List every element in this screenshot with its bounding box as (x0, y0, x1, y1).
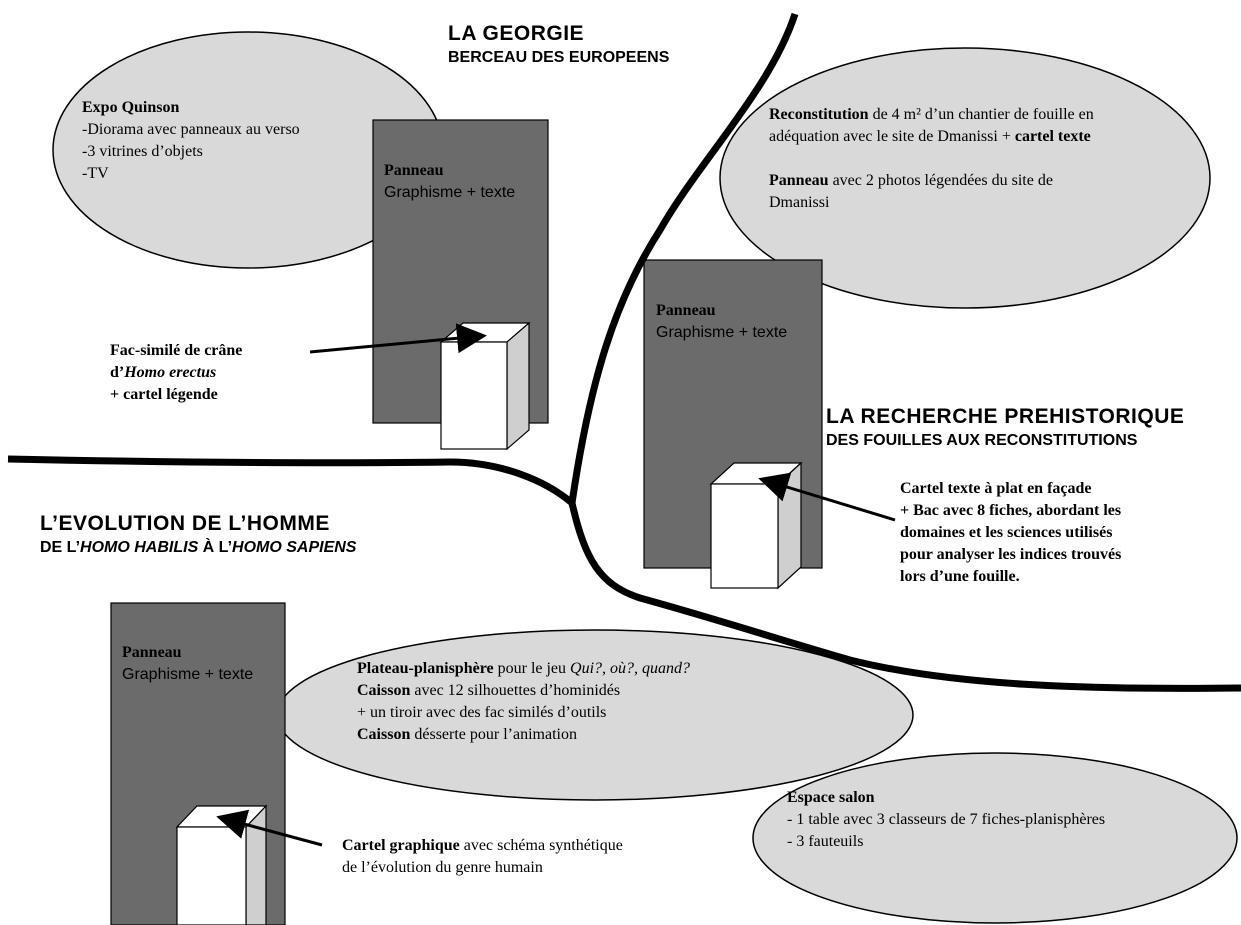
plateau-line-2: Caisson avec 12 silhouettes d’hominidés (357, 680, 690, 702)
fac-simile-line-3: + cartel légende (110, 386, 218, 403)
cartel-texte-line: + Bac avec 8 fiches, abordant les (900, 502, 1122, 519)
divider-line-horizontal (7, 455, 575, 506)
cartel-graphique-text-1: avec schéma synthétique (459, 837, 623, 854)
panel-georgie-title: Panneau (384, 162, 444, 179)
section-evolution-title: L’EVOLUTION DE L’HOMME (40, 512, 330, 535)
plateau-line-4: Caisson désserte pour l’animation (357, 724, 690, 746)
section-recherche-title: LA RECHERCHE PREHISTORIQUE (826, 405, 1185, 428)
divider-line-lower (568, 502, 1241, 692)
reconstitution-block: Reconstitution de 4 m² d’un chantier de … (769, 104, 1094, 214)
expo-item: -Diorama avec panneaux au verso (82, 121, 300, 138)
section-georgie: LA GEORGIE BERCEAU DES EUROPEENS (448, 22, 669, 68)
skull-display-box (439, 321, 531, 451)
espace-salon-block: Espace salon - 1 table avec 3 classeurs … (787, 787, 1105, 853)
reconstitution-panneau-bold: Panneau (769, 172, 829, 189)
expo-item: -3 vitrines d’objets (82, 143, 203, 160)
evolution-subtitle-sapiens: HOMO SAPIENS (232, 539, 357, 556)
arrow-cartel-graphique (216, 809, 323, 847)
plateau-text-4: désserte pour l’animation (410, 726, 577, 743)
panel-georgie-label: Panneau Graphisme + texte (384, 160, 515, 204)
panel-evolution-label: Panneau Graphisme + texte (122, 642, 253, 686)
divider-line-vertical (568, 12, 799, 504)
section-recherche-subtitle: DES FOUILLES AUX RECONSTITUTIONS (826, 432, 1138, 449)
panel-recherche-label: Panneau Graphisme + texte (656, 300, 787, 344)
section-georgie-subtitle: BERCEAU DES EUROPEENS (448, 49, 670, 66)
reconstitution-line-4: Dmanissi (769, 194, 830, 211)
fac-simile-line-2: d’Homo erectus (110, 362, 242, 384)
reconstitution-cartel-bold: cartel texte (1014, 128, 1091, 145)
cartel-graphique-bold: Cartel graphique (342, 837, 460, 854)
plateau-caisson2-bold: Caisson (357, 726, 411, 743)
arrow-fac-simile (309, 323, 487, 354)
espace-salon-title: Espace salon (787, 789, 875, 806)
cartel-graphique-line-1: Cartel graphique avec schéma synthétique (342, 835, 623, 857)
reconstitution-text-1: de 4 m² d’un chantier de fouille en (868, 106, 1094, 123)
fac-simile-block: Fac-similé de crâne d’Homo erectus + car… (110, 340, 242, 406)
reconstitution-line-2: adéquation avec le site de Dmanissi + ca… (769, 126, 1094, 148)
section-evolution-subtitle: DE L’HOMO HABILIS À L’HOMO SAPIENS (40, 538, 356, 558)
fac-simile-homo-erectus: Homo erectus (124, 364, 217, 381)
section-evolution: L’EVOLUTION DE L’HOMME DE L’HOMO HABILIS… (40, 512, 356, 558)
cartel-texte-block: Cartel texte à plat en façade + Bac avec… (900, 478, 1121, 588)
plateau-text-1: pour le jeu (493, 660, 571, 677)
panel-recherche-title: Panneau (656, 302, 716, 319)
cartel-texte-line: Cartel texte à plat en façade (900, 480, 1092, 497)
expo-quinson-title: Expo Quinson (82, 99, 180, 116)
cartel-texte-line: domaines et les sciences utilisés (900, 524, 1113, 541)
section-georgie-title: LA GEORGIE (448, 22, 585, 45)
panel-georgie-text: Graphisme + texte (384, 184, 516, 201)
reconstitution-line-1: Reconstitution de 4 m² d’un chantier de … (769, 104, 1094, 126)
plateau-line-1: Plateau-planisphère pour le jeu Qui?, où… (357, 658, 690, 680)
plateau-block: Plateau-planisphère pour le jeu Qui?, où… (357, 658, 690, 746)
plateau-bold: Plateau-planisphère (357, 660, 494, 677)
espace-salon-item: - 1 table avec 3 classeurs de 7 fiches-p… (787, 811, 1106, 828)
reconstitution-text-3: avec 2 photos légendées du site de (828, 172, 1053, 189)
arrow-cartel-texte (758, 472, 896, 522)
cartel-texte-line: pour analyser les indices trouvés (900, 546, 1122, 563)
cartel-graphique-line-2: de l’évolution du genre humain (342, 859, 543, 876)
fac-simile-prefix: d’ (110, 364, 125, 381)
fac-simile-line-1: Fac-similé de crâne (110, 342, 243, 359)
panel-recherche-text: Graphisme + texte (656, 324, 788, 341)
section-recherche: LA RECHERCHE PREHISTORIQUE DES FOUILLES … (826, 405, 1184, 451)
cartel-graphique-box (175, 804, 268, 925)
panel-evolution-title: Panneau (122, 644, 182, 661)
panel-evolution-text: Graphisme + texte (122, 666, 254, 683)
expo-quinson-block: Expo Quinson -Diorama avec panneaux au v… (82, 97, 300, 185)
espace-salon-item: - 3 fauteuils (787, 833, 864, 850)
evolution-subtitle-mid: À L’ (198, 539, 233, 556)
plateau-game-name: Qui?, où?, quand? (570, 660, 691, 677)
cartel-bac-box (709, 461, 803, 590)
reconstitution-text-2: adéquation avec le site de Dmanissi + (769, 128, 1015, 145)
reconstitution-bold: Reconstitution (769, 106, 869, 123)
plateau-line-3: + un tiroir avec des fac similés d’outil… (357, 704, 607, 721)
reconstitution-line-3: Panneau avec 2 photos légendées du site … (769, 170, 1094, 192)
expo-item: -TV (82, 165, 109, 182)
plateau-caisson-bold: Caisson (357, 682, 411, 699)
espace-salon-ellipse (752, 752, 1238, 924)
cartel-texte-line: lors d’une fouille. (900, 568, 1020, 585)
reconstitution-ellipse (719, 47, 1211, 309)
cartel-graphique-block: Cartel graphique avec schéma synthétique… (342, 835, 623, 879)
evolution-subtitle-habilis: HOMO HABILIS (80, 539, 199, 556)
plateau-text-2: avec 12 silhouettes d’hominidés (410, 682, 621, 699)
evolution-subtitle-prefix: DE L’ (40, 539, 81, 556)
